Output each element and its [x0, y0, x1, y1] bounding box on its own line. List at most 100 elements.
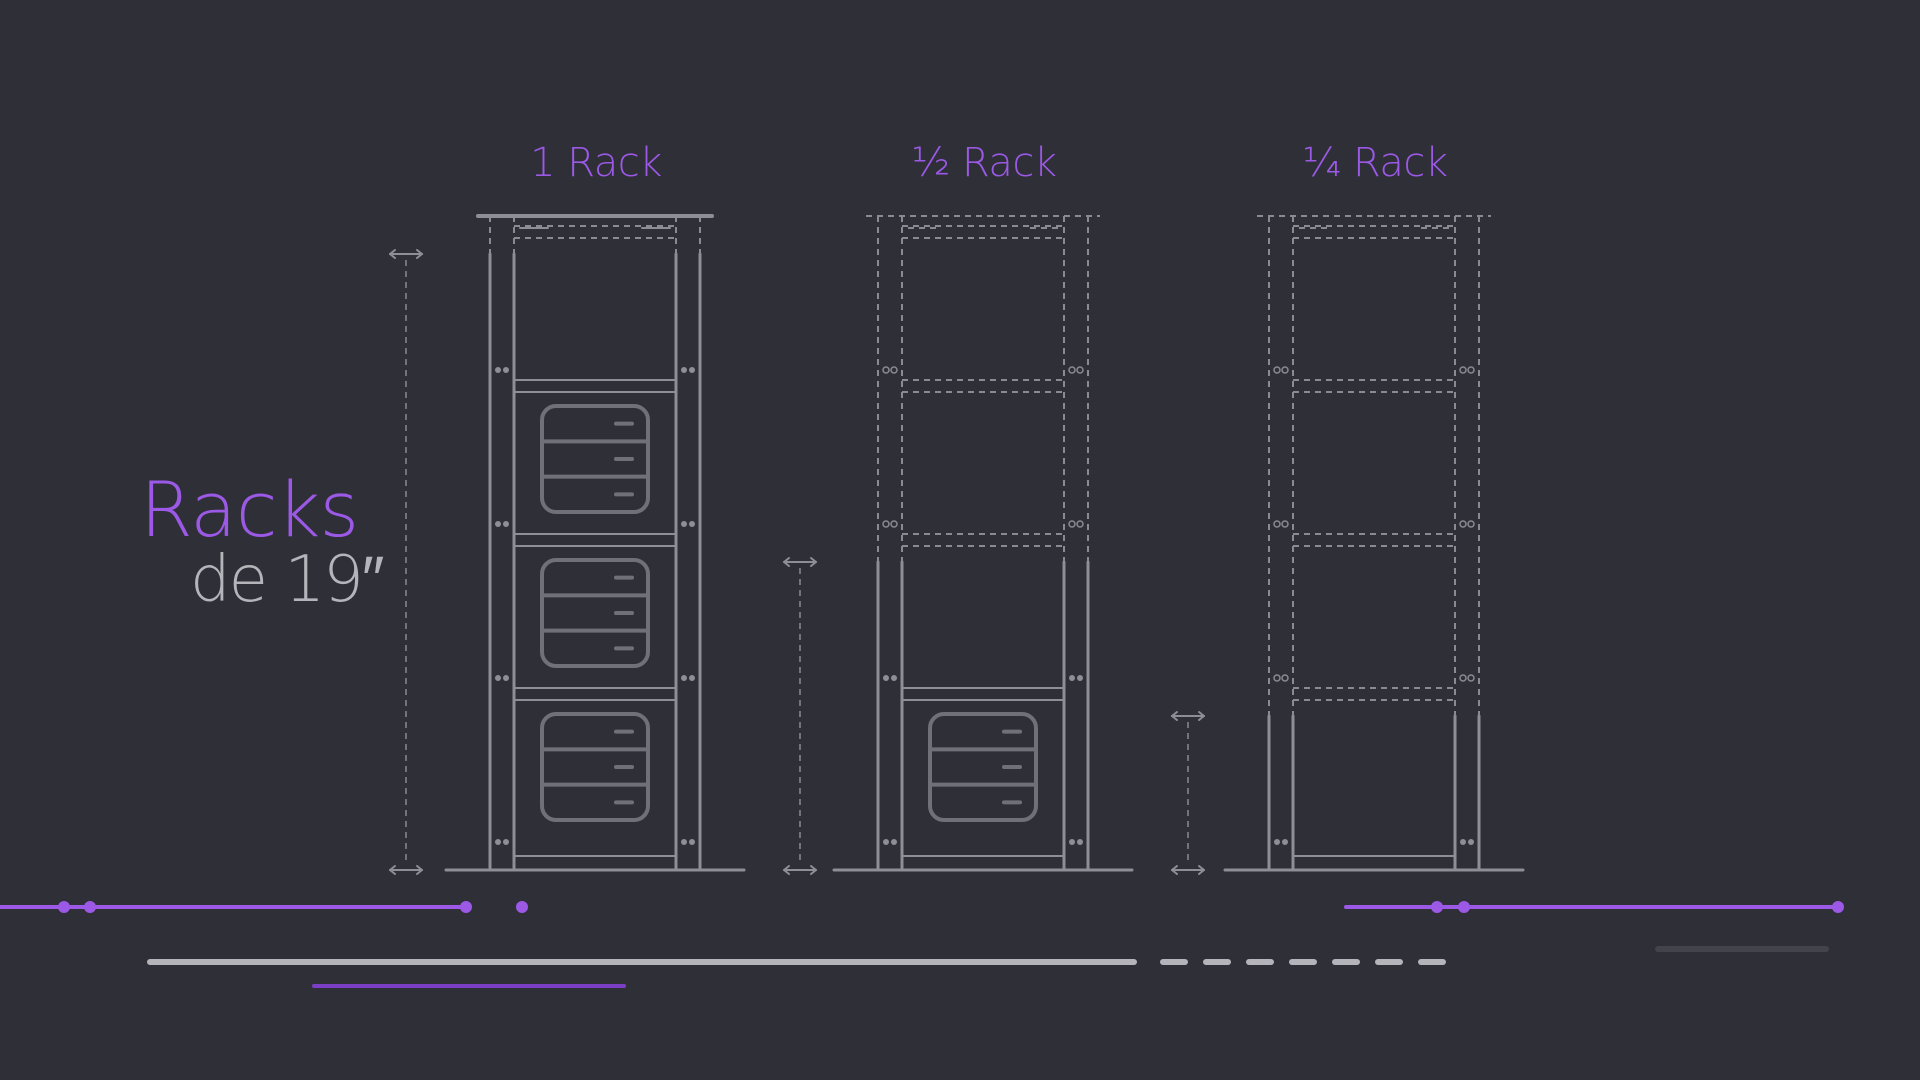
height-dimension-icon [389, 249, 423, 875]
rack-mount-hole [495, 839, 501, 845]
dimension-arrow [416, 869, 423, 875]
dimension-arrow [810, 561, 817, 567]
dimension-arrow [416, 249, 423, 255]
rack-mount-hole [1467, 520, 1475, 528]
dimension-arrow [389, 253, 396, 259]
rack-mount-hole [1281, 674, 1289, 682]
rack-mount-hole [1068, 366, 1076, 374]
rack-label-quarter: ¼ Rack [1302, 140, 1448, 186]
dimension-arrow [810, 865, 817, 871]
accent-dot [58, 901, 70, 913]
title-subtitle: de 19″ [190, 543, 384, 617]
rack-1 [783, 215, 1134, 875]
rack-mount-hole [882, 366, 890, 374]
rack-mount-hole [1459, 674, 1467, 682]
rack-mount-hole [681, 839, 687, 845]
dimension-arrow [416, 865, 423, 871]
server-drawer-icon [540, 712, 650, 822]
accent-dot [1431, 901, 1443, 913]
server-body [540, 404, 650, 514]
dimension-arrow [389, 249, 396, 255]
rack-mount-hole [1069, 675, 1075, 681]
decorative-lines [0, 901, 1844, 988]
rack-mount-hole [503, 839, 509, 845]
server-body [540, 712, 650, 822]
rack-mount-hole [503, 521, 509, 527]
dimension-arrow [810, 557, 817, 563]
rack-mount-hole [1077, 839, 1083, 845]
rack-mount-hole [1460, 839, 1466, 845]
rack-mount-hole [883, 839, 889, 845]
rack-mount-hole [1468, 839, 1474, 845]
rack-mount-hole [689, 675, 695, 681]
dimension-arrow [1171, 869, 1178, 875]
rack-mount-hole [1282, 839, 1288, 845]
rack-mount-hole [495, 521, 501, 527]
rack-mount-hole [681, 675, 687, 681]
rack-mount-hole [1459, 366, 1467, 374]
server-drawer-icon [928, 712, 1038, 822]
dimension-arrow [1171, 865, 1178, 871]
rack-mount-hole [1467, 674, 1475, 682]
dimension-arrow [416, 253, 423, 259]
accent-dot [516, 901, 528, 913]
rack-mount-hole [1069, 839, 1075, 845]
height-dimension-icon [1171, 711, 1205, 875]
rack-mount-hole [890, 366, 898, 374]
rack-mount-hole [681, 521, 687, 527]
dimension-arrow [389, 869, 396, 875]
accent-dot [1832, 901, 1844, 913]
server-drawer-icon [540, 558, 650, 668]
rack-mount-hole [890, 520, 898, 528]
rack-mount-hole [681, 367, 687, 373]
rack-mount-hole [1076, 366, 1084, 374]
dimension-arrow [1198, 865, 1205, 871]
rack-mount-hole [891, 675, 897, 681]
dimension-arrow [1171, 715, 1178, 721]
rack-mount-hole [689, 367, 695, 373]
accent-dot [460, 901, 472, 913]
server-body [928, 712, 1038, 822]
dimension-arrow [783, 865, 790, 871]
dimension-arrow [783, 869, 790, 875]
rack-mount-hole [1076, 520, 1084, 528]
rack-0 [389, 214, 746, 875]
dimension-arrow [783, 561, 790, 567]
title-racks: Racks [140, 465, 359, 554]
server-body [540, 558, 650, 668]
rack-mount-hole [1273, 520, 1281, 528]
rack-label-full: 1 Rack [530, 140, 662, 186]
dimension-arrow [1198, 715, 1205, 721]
rack-mount-hole [1273, 674, 1281, 682]
rack-mount-hole [1273, 366, 1281, 374]
height-dimension-icon [783, 557, 817, 875]
accent-dot [84, 901, 96, 913]
dimension-arrow [810, 869, 817, 875]
rack-mount-hole [1281, 366, 1289, 374]
rack-mount-hole [503, 675, 509, 681]
rack-label-half: ½ Rack [911, 140, 1057, 186]
server-drawer-icon [540, 404, 650, 514]
rack-2 [1171, 215, 1525, 875]
dimension-arrow [1171, 711, 1178, 717]
rack-mount-hole [495, 675, 501, 681]
rack-mount-hole [1459, 520, 1467, 528]
rack-mount-hole [1467, 366, 1475, 374]
dimension-arrow [389, 865, 396, 871]
rack-mount-hole [891, 839, 897, 845]
rack-mount-hole [503, 367, 509, 373]
dimension-arrow [1198, 869, 1205, 875]
rack-mount-hole [1068, 520, 1076, 528]
rack-mount-hole [689, 521, 695, 527]
dimension-arrow [783, 557, 790, 563]
rack-mount-hole [689, 839, 695, 845]
dimension-arrow [1198, 711, 1205, 717]
rack-mount-hole [1274, 839, 1280, 845]
rack-mount-hole [1281, 520, 1289, 528]
rack-mount-hole [883, 675, 889, 681]
rack-mount-hole [882, 520, 890, 528]
accent-dot [1458, 901, 1470, 913]
rack-mount-hole [1077, 675, 1083, 681]
